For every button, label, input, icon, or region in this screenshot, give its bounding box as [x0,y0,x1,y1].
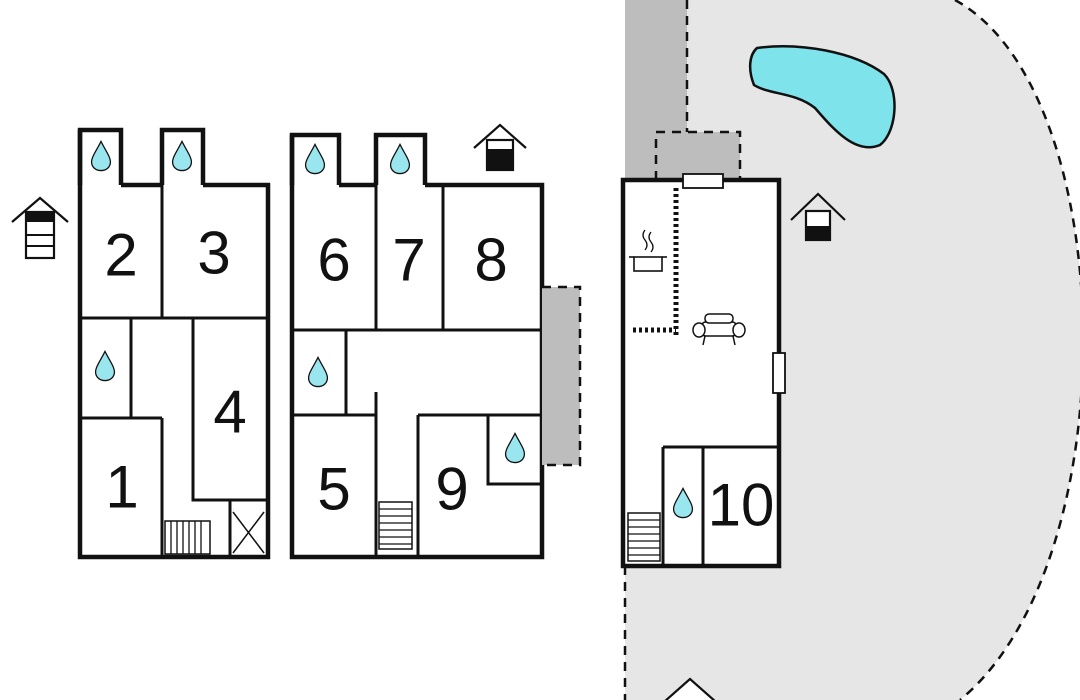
terrace [542,285,582,467]
room-number: 9 [435,456,468,523]
house-level-icon [11,196,69,260]
room-number: 3 [197,220,230,287]
stove-pot-icon [629,229,667,272]
house-level-icon [473,123,527,172]
room-number: 5 [317,456,350,523]
window [772,352,786,394]
room-number: 4 [213,379,246,446]
house-level-icon [790,192,846,242]
bath-nook-2 [159,127,206,185]
building-3 [620,173,786,569]
staircase-icon [164,520,211,555]
pool-icon [748,45,896,149]
staircase-icon [378,501,413,550]
bath-nook-1 [77,127,124,185]
room-number: 7 [392,227,425,294]
room-number: 6 [317,227,350,294]
room-number: 1 [105,454,138,521]
sofa-icon [692,313,746,346]
storage-x-icon [232,511,265,554]
bath-nook-4 [373,132,428,185]
bath-nook-3 [289,132,342,185]
staircase-icon [627,512,661,562]
building-1 [77,127,271,560]
window [682,173,724,189]
room-number: 2 [104,222,137,289]
garden-path [625,0,742,180]
room-number: 8 [474,227,507,294]
room-number: 10 [708,472,775,539]
building-2 [289,132,545,560]
house-level-icon [664,677,716,700]
